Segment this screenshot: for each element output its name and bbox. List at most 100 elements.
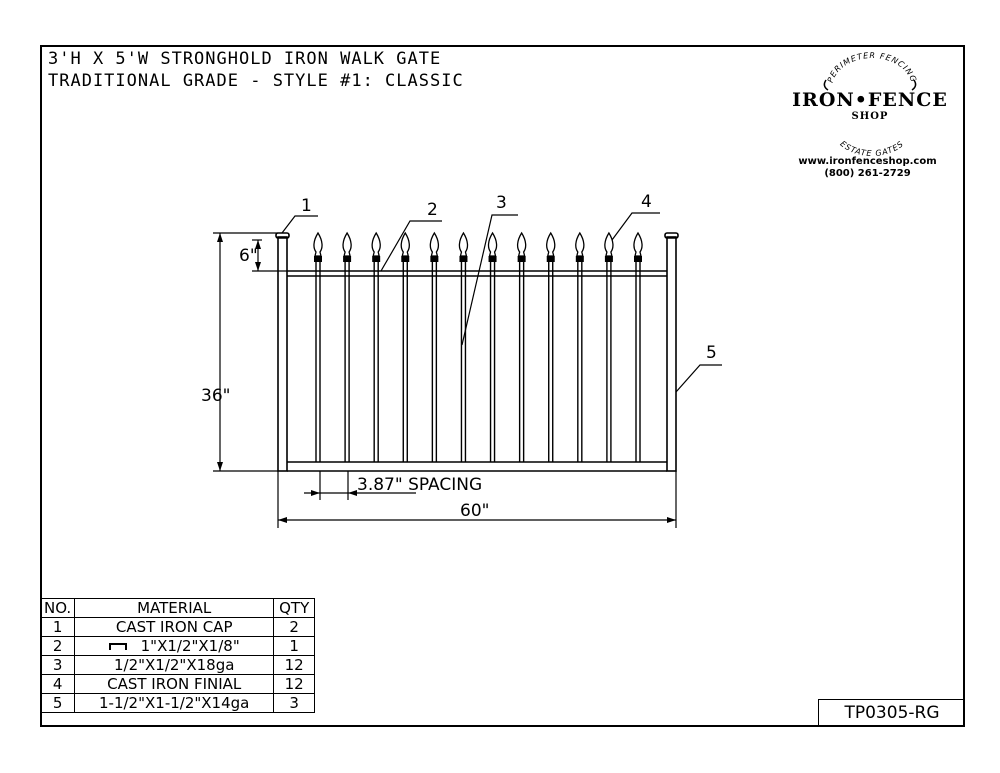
logo-brand-name: IRON•FENCE (792, 89, 948, 111)
post-cap-right (664, 232, 679, 239)
bom-cell-qty: 12 (273, 674, 316, 694)
gate-height-label: 36" (201, 386, 230, 406)
dimension-arrowhead (255, 240, 261, 249)
company-logo: PERIMETER FENCING ESTATE GATES IRON•FENC… (770, 50, 970, 180)
finial (400, 231, 410, 257)
channel-profile-icon (108, 643, 127, 650)
company-website[interactable]: www.ironfenceshop.com (798, 156, 937, 167)
callout-leader-4 (611, 212, 660, 241)
bom-row: 3 1/2"X1/2"X18ga 12 (39, 655, 316, 675)
dimension-arrowhead (667, 517, 676, 523)
picket (429, 231, 440, 462)
bom-header-no: NO. (39, 598, 76, 618)
bom-cell-material: 1/2"X1/2"X18ga (74, 655, 275, 675)
picket (575, 231, 585, 462)
finial-collar (604, 256, 613, 262)
picket (633, 231, 643, 462)
gate-post-right (666, 236, 677, 472)
picket (487, 231, 498, 462)
finial (516, 231, 527, 257)
drawing-title-line-1: 3'H X 5'W STRONGHOLD IRON WALK GATE (48, 49, 442, 69)
bom-cell-material: 1-1/2"X1-1/2"X14ga (74, 693, 275, 713)
dimension-arrowhead (255, 262, 261, 271)
dimension-arrowhead (278, 517, 287, 523)
post-cap-left (275, 232, 290, 239)
gate-post-left (277, 236, 288, 472)
finial (313, 231, 323, 257)
dimension-arrowhead (217, 462, 223, 471)
dimension-arrowhead (217, 233, 223, 242)
picket (546, 231, 556, 462)
finial (342, 231, 352, 257)
drawing-sheet-border (40, 45, 965, 727)
company-phone: (800) 261-2729 (824, 168, 911, 179)
finial (633, 231, 643, 257)
bom-cell-qty: 3 (273, 693, 316, 713)
callout-leader-2 (380, 220, 442, 272)
finial (575, 231, 585, 257)
bom-cell-material: CAST IRON FINIAL (74, 674, 275, 694)
bill-of-materials-table: NO. MATERIAL QTY 1 CAST IRON CAP 2 2 1"X… (39, 598, 316, 713)
bom-row: 1 CAST IRON CAP 2 (39, 617, 316, 637)
bom-row: 4 CAST IRON FINIAL 12 (39, 674, 316, 694)
logo-swirl-right (911, 79, 917, 91)
finial-collar (343, 256, 352, 262)
finial-collar (517, 256, 526, 262)
logo-arcs: PERIMETER FENCING ESTATE GATES (823, 51, 917, 158)
callout-leader-1 (281, 215, 318, 234)
bom-cell-no: 4 (39, 674, 76, 694)
logo-swirl-left (823, 79, 829, 91)
callout-number-4: 4 (641, 192, 652, 212)
bom-header-material: MATERIAL (74, 598, 275, 618)
gate-width-label: 60" (460, 501, 489, 521)
finial (458, 231, 469, 257)
finial (487, 231, 498, 257)
bom-cell-no: 1 (39, 617, 76, 637)
picket (313, 231, 323, 462)
callout-leader-3 (461, 214, 518, 346)
finial-collar (372, 256, 381, 262)
callout-number-2: 2 (427, 200, 438, 220)
picket (371, 231, 381, 462)
bom-row: 5 1-1/2"X1-1/2"X14ga 3 (39, 693, 316, 713)
finial (429, 231, 440, 257)
bom-cell-no: 3 (39, 655, 76, 675)
pickets-group (313, 231, 643, 462)
callout-number-5: 5 (706, 343, 717, 363)
finial-collar (459, 256, 468, 262)
finial-collar (575, 256, 584, 262)
bom-cell-no: 2 (39, 636, 76, 656)
logo-shop-word: SHOP (851, 111, 889, 122)
finial (604, 231, 614, 257)
callout-leader-5 (675, 364, 722, 393)
bom-cell-qty: 12 (273, 655, 316, 675)
picket (516, 231, 527, 462)
bom-cell-qty: 1 (273, 636, 316, 656)
bom-row: 2 1"X1/2"X1/8" 1 (39, 636, 316, 656)
bom-cell-material: 1"X1/2"X1/8" (74, 636, 275, 656)
finial-height-label: 6" (239, 246, 258, 266)
bom-cell-qty: 2 (273, 617, 316, 637)
finial (371, 231, 381, 257)
picket (604, 231, 614, 462)
finial (546, 231, 556, 257)
bom-header-qty: QTY (273, 598, 316, 618)
callout-number-3: 3 (496, 193, 507, 213)
picket (458, 231, 469, 462)
dimension-arrowhead (311, 490, 320, 496)
finial-collar (401, 256, 410, 262)
bom-cell-material-text: 1"X1/2"X1/8" (140, 637, 240, 655)
bom-cell-material: CAST IRON CAP (74, 617, 275, 637)
finial-collar (634, 256, 642, 262)
picket-spacing-label: 3.87" SPACING (357, 475, 482, 495)
drawing-title-line-2: TRADITIONAL GRADE - STYLE #1: CLASSIC (48, 71, 464, 91)
drawing-number: TP0305-RG (818, 699, 965, 727)
finial-collar (314, 256, 322, 262)
bom-cell-no: 5 (39, 693, 76, 713)
finial-collar (430, 256, 439, 262)
picket (342, 231, 352, 462)
callout-number-1: 1 (301, 196, 312, 216)
finial-collar (488, 256, 497, 262)
dimension-arrowhead (348, 490, 357, 496)
